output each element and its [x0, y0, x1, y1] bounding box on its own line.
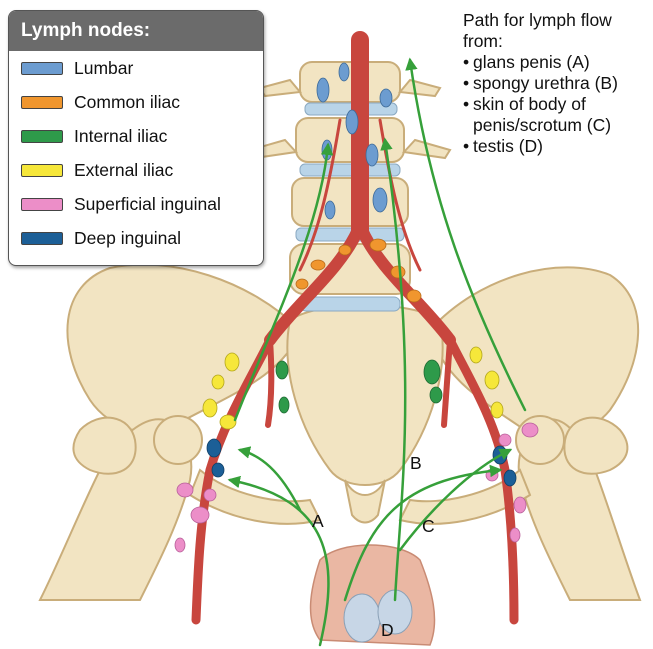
lymph-node [339, 245, 351, 255]
label-a: A [312, 511, 324, 532]
lymph-node [177, 483, 193, 497]
lymph-node [212, 375, 224, 389]
legend-label: Superficial inguinal [74, 194, 221, 215]
legend-label: External iliac [74, 160, 173, 181]
lymph-node [203, 399, 217, 417]
legend-item-deep-inguinal: Deep inguinal [9, 221, 263, 255]
common-iliac-swatch [21, 96, 63, 109]
lymph-node [204, 489, 216, 501]
left-internal-iliac [268, 340, 271, 425]
lymph-node [424, 360, 440, 384]
lymph-node [325, 201, 335, 219]
lumbar-swatch [21, 62, 63, 75]
lymph-node [276, 361, 288, 379]
disc [300, 297, 400, 311]
lymph-node [430, 387, 442, 403]
lymph-node [485, 371, 499, 389]
lymph-node [380, 89, 392, 107]
legend-item-common-iliac: Common iliac [9, 85, 263, 119]
path-item-c: skin of body of penis/scrotum (C) [463, 94, 653, 136]
path-item-c-line2: penis/scrotum (C) [473, 115, 611, 135]
label-b: B [410, 453, 422, 474]
internal-iliac-swatch [21, 130, 63, 143]
legend-title: Lymph nodes: [9, 11, 263, 51]
lymph-node [346, 110, 358, 134]
lymph-node [317, 78, 329, 102]
lymph-node [207, 439, 221, 457]
lymph-node [339, 63, 349, 81]
lymph-flow-description: Path for lymph flow from: glans penis (A… [463, 10, 653, 157]
lymph-node-legend: Lymph nodes: Lumbar Common iliac Interna… [8, 10, 264, 266]
legend-label: Common iliac [74, 92, 180, 113]
label-d: D [381, 620, 394, 641]
path-item-b: spongy urethra (B) [463, 73, 653, 94]
legend-item-external-iliac: External iliac [9, 153, 263, 187]
path-list: glans penis (A) spongy urethra (B) skin … [463, 52, 653, 157]
left-greater-trochanter [73, 418, 135, 474]
lymph-node [391, 266, 405, 278]
coccyx [345, 480, 385, 523]
lymph-node [407, 290, 421, 302]
lymph-node [514, 497, 526, 513]
lymph-node [220, 415, 236, 429]
lymph-node [370, 239, 386, 251]
superficial-inguinal-swatch [21, 198, 63, 211]
legend-label: Deep inguinal [74, 228, 181, 249]
label-c: C [422, 516, 435, 537]
path-item-c-line1: skin of body of [473, 94, 586, 114]
path-item-a: glans penis (A) [463, 52, 653, 73]
left-testis [344, 594, 380, 642]
lymph-node [212, 463, 224, 477]
lymph-node [296, 279, 308, 289]
lymph-node [373, 188, 387, 212]
lymph-node [175, 538, 185, 552]
lymph-node [491, 402, 503, 418]
lymph-node [510, 528, 520, 542]
path-heading-line2: from: [463, 31, 653, 52]
legend-item-internal-iliac: Internal iliac [9, 119, 263, 153]
left-femoral-head [154, 416, 202, 464]
lymph-node [311, 260, 325, 270]
lymph-node [504, 470, 516, 486]
right-femoral-head [516, 416, 564, 464]
deep-inguinal-swatch [21, 232, 63, 245]
lymph-node [225, 353, 239, 371]
disc [300, 164, 400, 176]
lymph-node [279, 397, 289, 413]
legend-item-superficial-inguinal: Superficial inguinal [9, 187, 263, 221]
path-heading-line1: Path for lymph flow [463, 10, 653, 31]
legend-label: Lumbar [74, 58, 133, 79]
external-iliac-swatch [21, 164, 63, 177]
path-item-d: testis (D) [463, 136, 653, 157]
lumbar-vertebrae [250, 62, 450, 294]
legend-item-lumbar: Lumbar [9, 51, 263, 85]
lymph-node [191, 507, 209, 523]
legend-label: Internal iliac [74, 126, 167, 147]
right-greater-trochanter [564, 418, 627, 474]
lymph-node [499, 434, 511, 446]
lymph-node [470, 347, 482, 363]
lymph-node [366, 144, 378, 166]
lymph-node [522, 423, 538, 437]
